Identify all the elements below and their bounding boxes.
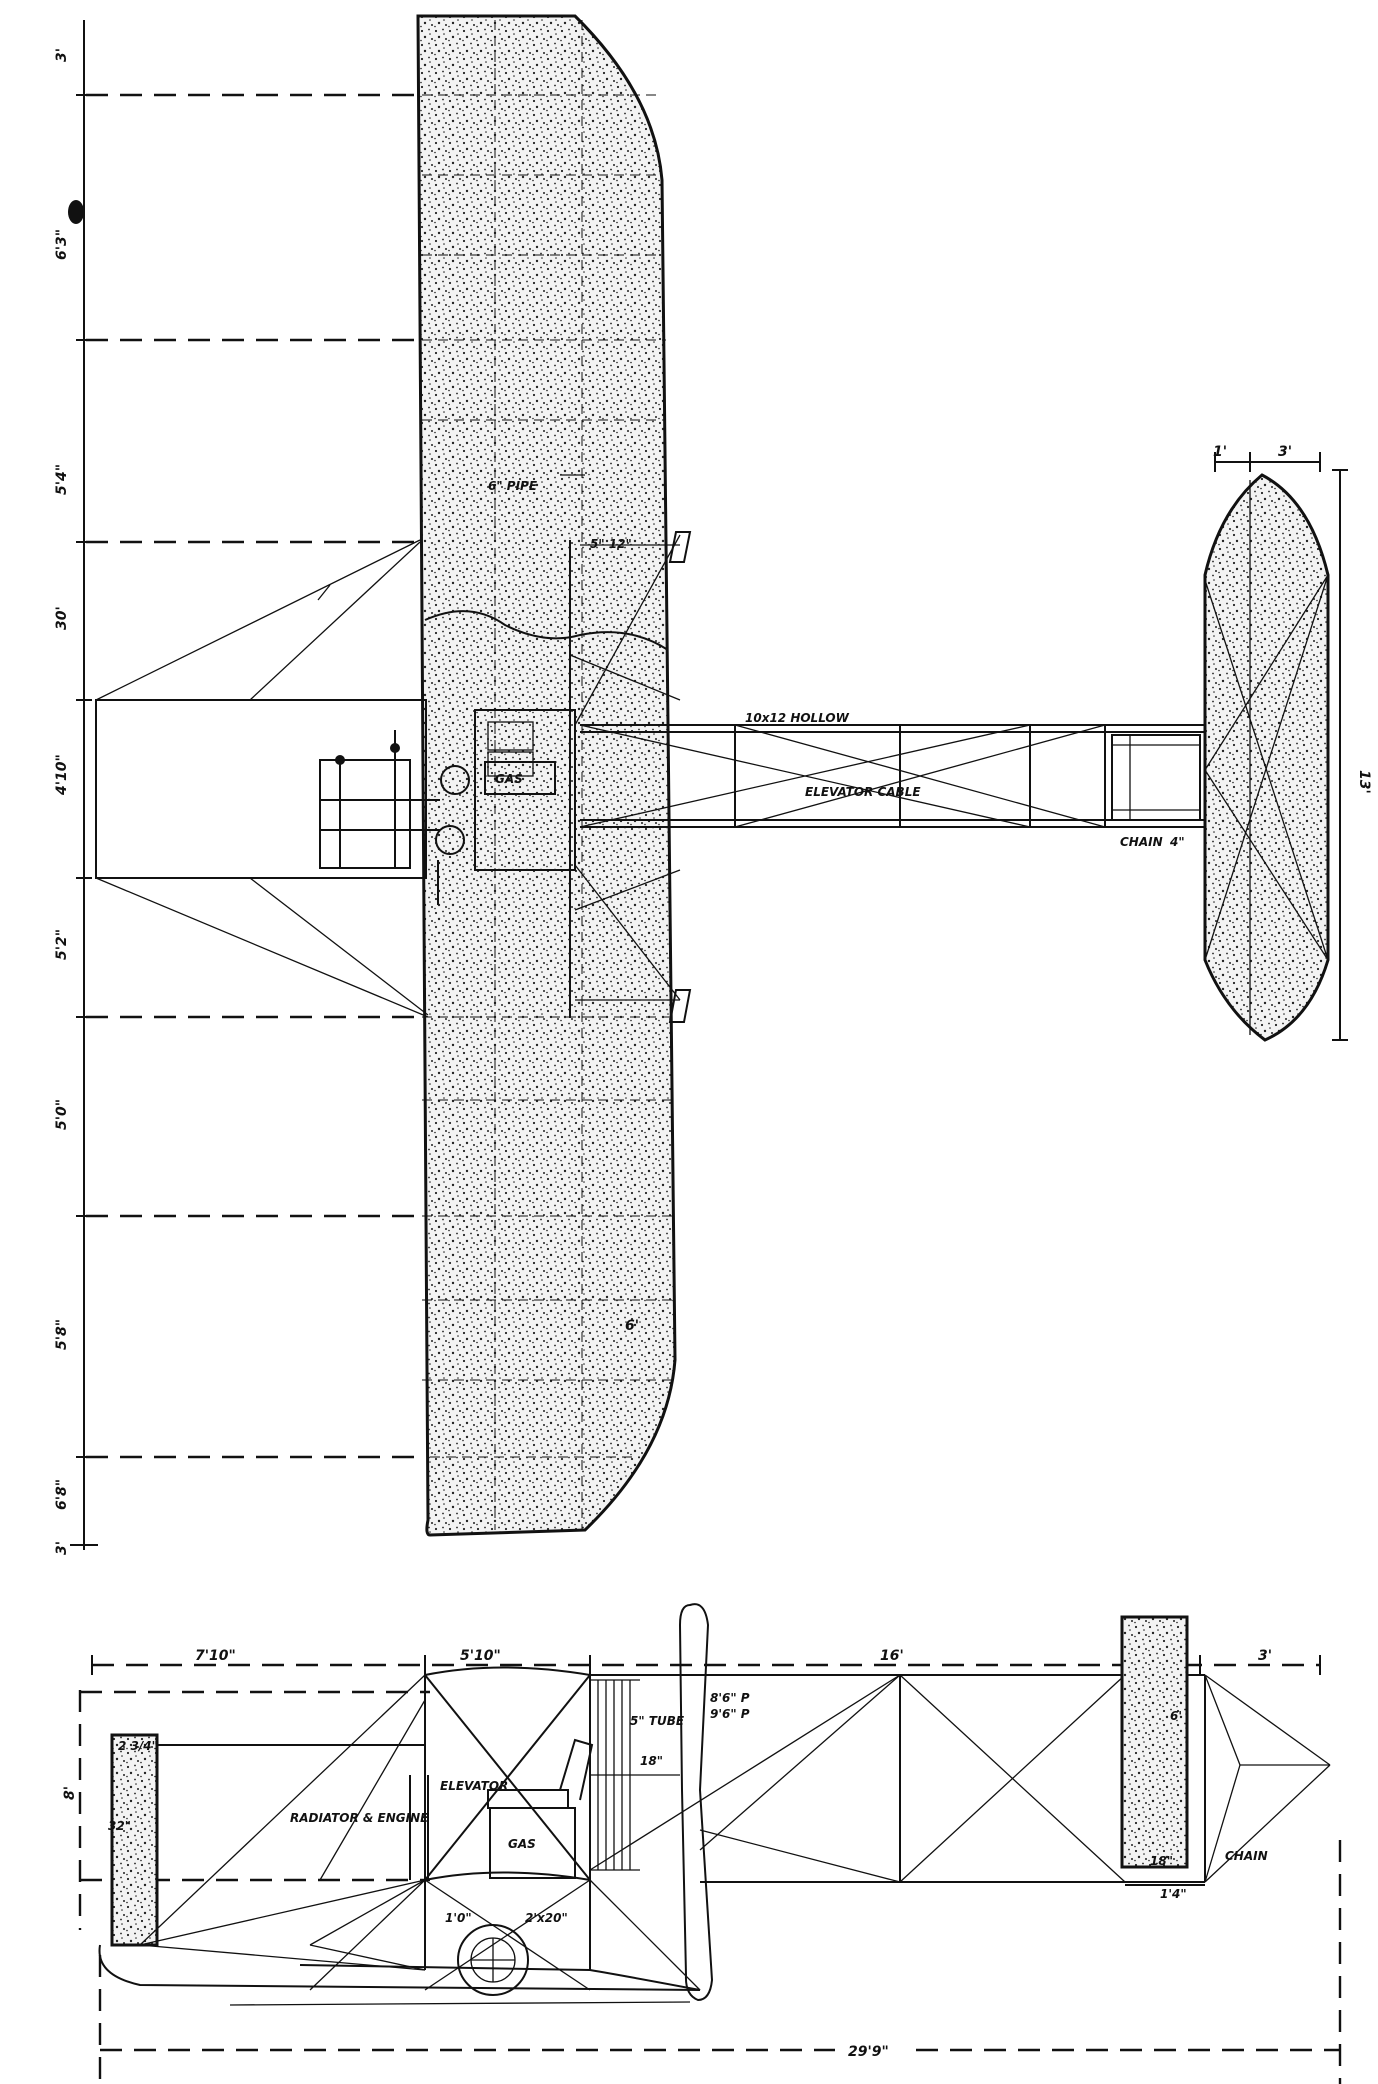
side-left-dim: 8': [62, 1786, 78, 1800]
wheel-left-dim: 1'0": [445, 1911, 472, 1925]
elevator-label: ELEVATOR: [440, 1779, 508, 1793]
ink-blot: [68, 200, 84, 224]
prop-dia-label: 9'6" P: [710, 1707, 750, 1721]
rudder-height-label: 6': [1170, 1709, 1182, 1723]
tail-cone: [1204, 1674, 1331, 1883]
strut-dim-label: 6" PIPE: [488, 479, 538, 493]
tail-booms: [580, 724, 1205, 828]
boom-cross-bracing: [579, 724, 1106, 828]
main-wing: [416, 14, 677, 1537]
lower-wing-profile: [424, 1871, 591, 1881]
front-elevator-side: [110, 1733, 159, 1947]
radiator-label: RADIATOR & ENGINE: [290, 1811, 429, 1825]
undercarriage-braces: [309, 1879, 701, 1991]
tail-rudder-box: [1111, 734, 1201, 821]
side-dim-4: 3': [1258, 1648, 1272, 1664]
tube-label: 5" TUBE: [630, 1714, 685, 1728]
landing-wheel: [457, 1924, 529, 1996]
span-dim-4: 30': [54, 606, 70, 630]
prop-label: 8'6" P: [710, 1691, 750, 1705]
boom-tube-label: 10x12 HOLLOW: [745, 711, 850, 725]
rudder-width-label: 18": [1150, 1854, 1173, 1868]
span-dim-10: 3': [54, 1541, 70, 1555]
gas-tank-label: GAS: [495, 772, 523, 786]
span-ticks: [70, 94, 98, 1546]
side-top-ticks: [91, 1655, 1321, 1675]
side-dim-2: 5'10": [460, 1648, 501, 1664]
strut-label: 18": [640, 1754, 663, 1768]
tail-boom-bracing-side: [589, 1674, 1126, 1883]
wing-cutaway-edge: [424, 610, 669, 651]
tail-ribs: [1204, 480, 1329, 1035]
prop-bracing: [560, 474, 681, 1001]
controls-cluster: [319, 730, 440, 869]
landing-skid: [98, 1944, 701, 1991]
prop-hub-lower: [668, 989, 692, 1023]
wing-struts: [424, 1674, 591, 1970]
station-lines: [86, 93, 420, 1459]
tail-dim-left: 1': [1213, 444, 1227, 460]
span-dim-8: 5'8": [54, 1319, 70, 1350]
wheel-right-dim: 2'x20": [525, 1911, 568, 1925]
skid-label: 2 3/4": [118, 1739, 158, 1753]
engine-block: GAS: [435, 709, 576, 905]
radiator-grid: [590, 1679, 680, 1871]
span-dim-7: 5'0": [54, 1099, 70, 1130]
side-chain-label: CHAIN: [1225, 1849, 1268, 1863]
wing-chord-label: 6': [625, 1318, 639, 1334]
front-elevator-frame: [95, 699, 427, 879]
span-dim-6: 5'2": [54, 929, 70, 960]
plan-view: 3' 6'3" 5'4" 30' 4'10" 5'2" 5'0" 5'8" 6'…: [54, 14, 1372, 1555]
wire-dim-label: 5" 12": [590, 537, 632, 551]
side-dim-3: 16': [880, 1648, 904, 1664]
chain-dim-label: 4": [1169, 835, 1185, 849]
tail-plane: [1203, 473, 1330, 1042]
overall-length-label: 29'9": [848, 2044, 889, 2060]
wing-ribs: [422, 20, 674, 1530]
engine-side: GAS: [409, 1738, 594, 1880]
propeller-side: [678, 1603, 714, 2002]
span-dim-3: 5'4": [54, 464, 70, 495]
side-dim-1: 7'10": [195, 1648, 236, 1664]
upper-wing-profile: [424, 1666, 591, 1676]
tail-boom-side: [590, 1674, 1206, 1883]
span-dim-1: 3': [54, 48, 70, 62]
side-view: 7'10" 5'10" 16' 3' 8' 2 3/4" 32": [62, 1603, 1342, 2084]
tail-dim-right: 3': [1278, 444, 1292, 460]
span-dim-5: 4'10": [54, 754, 70, 796]
tail-width-label: 1'4": [1160, 1887, 1187, 1901]
chain-label: CHAIN: [1120, 835, 1163, 849]
span-dimension-labels: 3' 6'3" 5'4" 30' 4'10" 5'2" 5'0" 5'8" 6'…: [54, 48, 70, 1555]
tail-dim-height: 13': [1356, 770, 1372, 794]
tail-dimensions: [1214, 452, 1348, 1041]
front-outrigger-braces: [95, 539, 429, 1018]
skid-width-label: 32": [108, 1819, 131, 1833]
rudder-side: [1120, 1615, 1189, 1869]
front-outrigger-side: [139, 1674, 426, 1971]
side-gas-label: GAS: [508, 1837, 536, 1851]
span-dim-9: 6'8": [54, 1479, 70, 1510]
prop-hub-upper: [668, 531, 692, 563]
elevator-cable-label: ELEVATOR CABLE: [805, 785, 921, 799]
span-dim-2: 6'3": [54, 229, 70, 260]
